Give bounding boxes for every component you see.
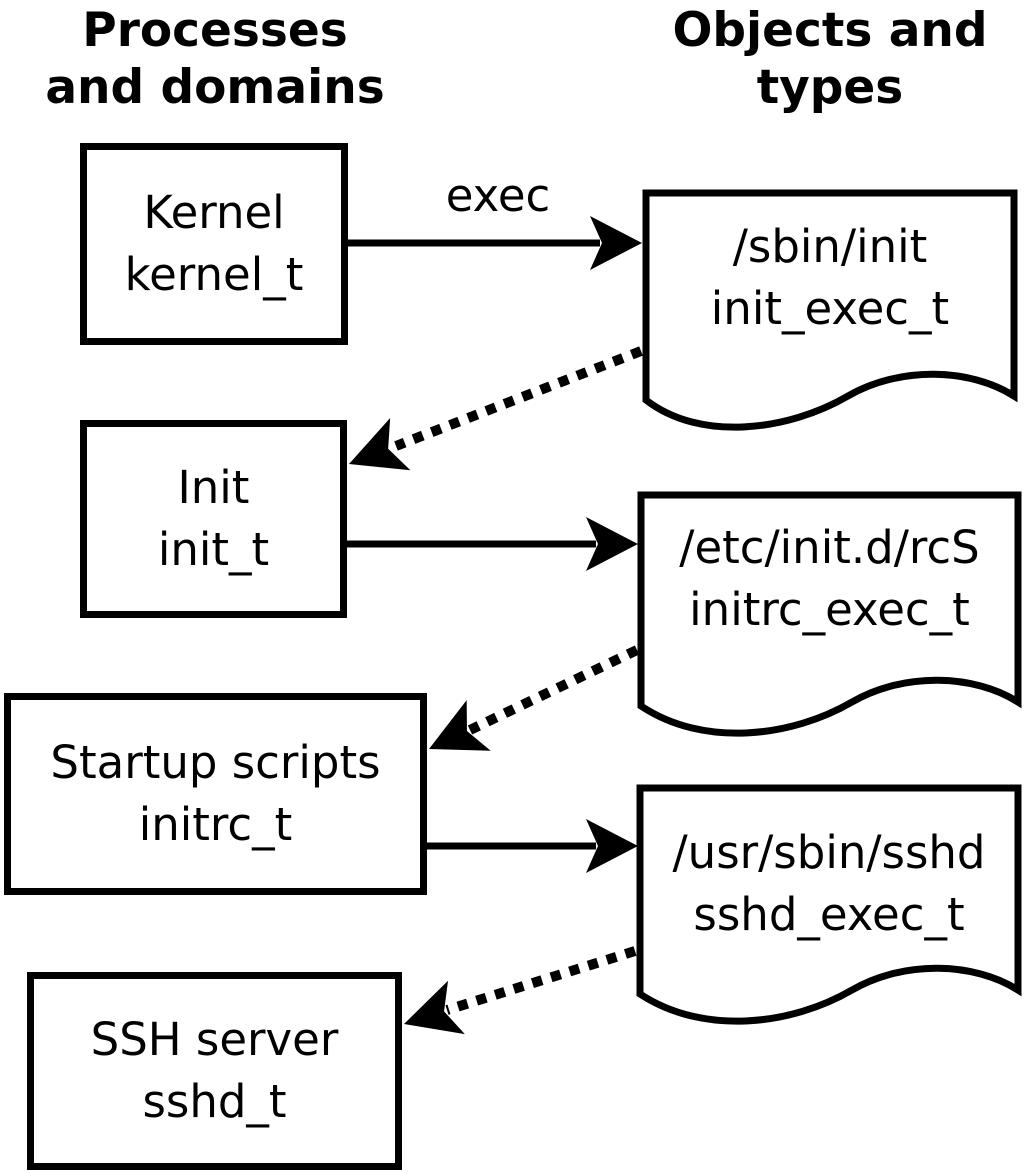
solid-arrow-initrc-to-sshd: [427, 819, 638, 873]
objects-column-header: Objects and types: [672, 3, 988, 115]
process-name: SSH server: [90, 1013, 339, 1066]
process-name: Startup scripts: [50, 736, 381, 789]
process-box-ssh-server: SSH server sshd_t: [27, 972, 402, 1170]
process-domain-type: initrc_t: [138, 798, 293, 851]
process-domain-type: init_t: [157, 523, 270, 576]
object-label-sbin-init: /sbin/init init_exec_t: [646, 216, 1014, 340]
solid-arrow-kernel-to-sbin-init: [348, 216, 642, 270]
document-shape-usr-sbin-sshd: [636, 784, 1022, 1025]
object-type: sshd_exec_t: [693, 888, 965, 941]
object-path: /etc/init.d/rcS: [679, 521, 980, 574]
process-box-kernel: Kernel kernel_t: [80, 143, 348, 345]
solid-arrow-init-to-rcs: [347, 517, 638, 571]
document-shape-sbin-init: [642, 189, 1018, 431]
dotted-arrow-sshd-exec-to-sshd: [404, 946, 637, 1035]
object-path: /sbin/init: [732, 220, 928, 273]
object-type: initrc_exec_t: [689, 583, 970, 636]
object-label-usr-sbin-sshd: /usr/sbin/sshd sshd_exec_t: [640, 822, 1018, 946]
process-box-startup-scripts: Startup scripts initrc_t: [4, 693, 427, 895]
process-name: Init: [177, 461, 250, 514]
dotted-arrow-sbin-init-to-init: [349, 346, 643, 471]
dotted-arrow-rcs-to-initrc: [429, 645, 640, 751]
object-label-etc-initd-rcs: /etc/init.d/rcS initrc_exec_t: [641, 517, 1018, 641]
document-shape-etc-initd-rcs: [637, 491, 1022, 737]
process-box-init: Init init_t: [80, 420, 347, 618]
processes-column-header: Processes and domains: [45, 3, 385, 115]
process-domain-type: sshd_t: [142, 1075, 287, 1128]
exec-edge-label: exec: [445, 169, 551, 222]
process-domain-type: kernel_t: [124, 248, 304, 301]
object-type: init_exec_t: [710, 282, 950, 335]
process-name: Kernel: [143, 186, 285, 239]
object-path: /usr/sbin/sshd: [672, 826, 986, 879]
